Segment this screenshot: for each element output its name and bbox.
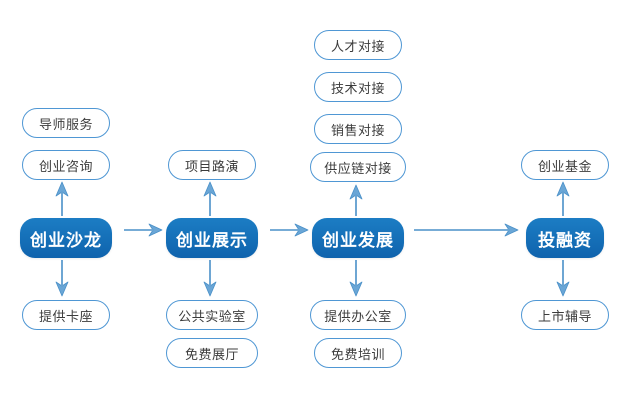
up-stage3-arrow-icon	[348, 184, 364, 218]
service-pill-技术对接[interactable]: 技术对接	[314, 72, 402, 102]
up-stage1-arrow-icon	[54, 181, 70, 218]
service-pill-提供卡座[interactable]: 提供卡座	[22, 300, 110, 330]
down-stage2-arrow-icon	[202, 260, 218, 298]
service-pill-上市辅导[interactable]: 上市辅导	[521, 300, 609, 330]
connector-stage1-stage2-arrow-icon	[124, 222, 164, 238]
service-pill-免费展厅[interactable]: 免费展厅	[166, 338, 258, 368]
service-pill-创业基金[interactable]: 创业基金	[521, 150, 609, 180]
service-pill-人才对接[interactable]: 人才对接	[314, 30, 402, 60]
stage-box-投融资[interactable]: 投融资	[526, 218, 604, 258]
down-stage1-arrow-icon	[54, 260, 70, 298]
connector-stage2-stage3-arrow-icon	[270, 222, 310, 238]
stage-box-创业展示[interactable]: 创业展示	[166, 218, 258, 258]
service-pill-供应链对接[interactable]: 供应链对接	[310, 152, 406, 182]
stage-box-创业沙龙[interactable]: 创业沙龙	[20, 218, 112, 258]
service-pill-项目路演[interactable]: 项目路演	[168, 150, 256, 180]
service-pill-提供办公室[interactable]: 提供办公室	[310, 300, 406, 330]
stage-box-创业发展[interactable]: 创业发展	[312, 218, 404, 258]
service-pill-导师服务[interactable]: 导师服务	[22, 108, 110, 138]
up-stage4-arrow-icon	[555, 181, 571, 218]
down-stage4-arrow-icon	[555, 260, 571, 298]
service-pill-公共实验室[interactable]: 公共实验室	[166, 300, 258, 330]
service-pill-创业咨询[interactable]: 创业咨询	[22, 150, 110, 180]
down-stage3-arrow-icon	[348, 260, 364, 298]
connector-stage3-stage4-arrow-icon	[414, 222, 520, 238]
service-pill-销售对接[interactable]: 销售对接	[314, 114, 402, 144]
up-stage2-arrow-icon	[202, 181, 218, 218]
service-pill-免费培训[interactable]: 免费培训	[314, 338, 402, 368]
